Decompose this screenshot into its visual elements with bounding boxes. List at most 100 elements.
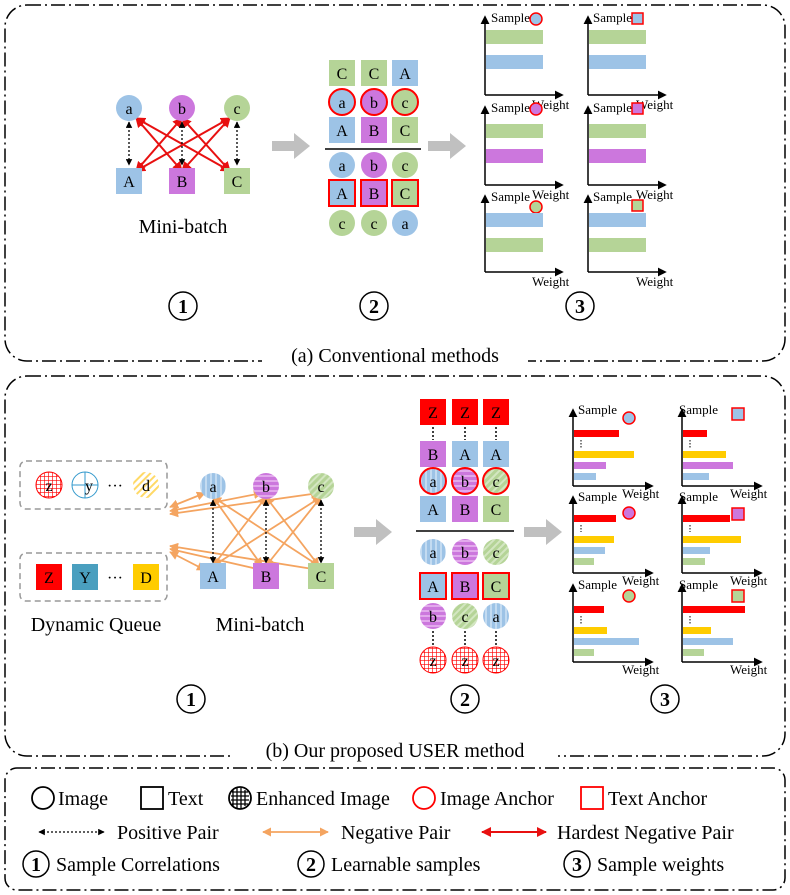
svg-text:A: A: [207, 569, 219, 586]
svg-text:a: a: [429, 545, 436, 562]
svg-text:Weight: Weight: [730, 486, 768, 501]
svg-text:C: C: [491, 502, 502, 519]
queue-image-box: [19, 460, 168, 510]
positive-lines: [125, 121, 241, 166]
svg-text:A: A: [490, 447, 502, 464]
svg-text:Weight: Weight: [622, 573, 660, 588]
svg-text:B: B: [369, 186, 380, 203]
svg-text:Negative Pair: Negative Pair: [341, 822, 451, 844]
flow-arrow-a2: [428, 133, 466, 159]
svg-text:Sample: Sample: [679, 489, 718, 504]
svg-text:Sample: Sample: [491, 100, 530, 115]
number-badge-a2: 2: [359, 291, 389, 321]
text-node-c: C: [224, 168, 250, 194]
panel-a-section1: a b c A B C Mini-batch 1: [116, 95, 250, 321]
svg-text:Z: Z: [44, 570, 54, 587]
svg-text:A: A: [399, 66, 411, 83]
b2-vdots-bottom: [432, 631, 497, 646]
svg-text:z: z: [429, 653, 436, 670]
svg-text:Enhanced Image: Enhanced Image: [256, 788, 390, 810]
svg-text:c: c: [492, 474, 499, 491]
legend: Image Text Enhanced Image Image Anchor T…: [22, 786, 734, 878]
legend-image-anchor: Image Anchor: [412, 786, 554, 810]
svg-text:c: c: [492, 545, 499, 562]
a2-row1: C C A: [329, 60, 418, 86]
svg-text:Z: Z: [491, 405, 501, 422]
svg-text:b: b: [370, 158, 378, 175]
panel-b-section2: Z Z Z B A A a b c A B C a b c A: [416, 399, 514, 714]
text-node-a: A: [116, 168, 142, 194]
a2-row2-image-anchors: a b c: [328, 88, 419, 116]
svg-text:C: C: [337, 66, 348, 83]
svg-text:Weight: Weight: [730, 662, 768, 677]
queue-image-y: y: [71, 471, 99, 499]
svg-text:c: c: [370, 216, 377, 233]
b-image-node-a: a: [200, 473, 226, 499]
b3-chart-2: Sample Weight: [568, 489, 660, 588]
svg-text:Sample: Sample: [593, 100, 632, 115]
b-image-node-c: c: [308, 473, 334, 499]
svg-text:B: B: [460, 579, 471, 596]
svg-text:B: B: [369, 123, 380, 140]
b2-row7: b c a: [420, 603, 509, 629]
svg-text:Weight: Weight: [636, 187, 674, 202]
svg-text:3: 3: [660, 689, 670, 711]
image-node-a: a: [116, 95, 142, 121]
svg-text:C: C: [369, 66, 380, 83]
a3-chart-2: Sample Weight: [480, 100, 570, 202]
panel-a-section3: Sample Weight Sample Weight Sample Weigh…: [480, 10, 674, 321]
b2-row5: a b c: [420, 539, 509, 565]
svg-text:a: a: [209, 479, 216, 496]
panel-a-border: [4, 4, 786, 362]
svg-text:a: a: [338, 95, 345, 112]
flow-arrow-b2: [524, 519, 562, 545]
b3-chart-6: Sample Weight: [677, 577, 768, 677]
svg-text:Sample: Sample: [578, 577, 617, 592]
queue-ellipsis-2: ···: [107, 570, 123, 587]
a3-chart-1: Sample Weight: [480, 10, 570, 112]
a2-row3: A B C: [329, 117, 418, 143]
svg-text:Sample: Sample: [578, 489, 617, 504]
panel-a-section2: C C A a b c A B C a b c A B C c c a: [325, 60, 421, 321]
svg-text:z: z: [492, 653, 499, 670]
queue-image-z: z: [35, 471, 63, 499]
svg-text:c: c: [401, 158, 408, 175]
queue-text-z: Z: [36, 564, 62, 590]
legend-sample-correlations: 1 Sample Correlations: [22, 850, 220, 878]
svg-text:Sample: Sample: [593, 10, 632, 25]
svg-text:y: y: [85, 478, 93, 495]
svg-text:A: A: [123, 174, 135, 191]
svg-text:D: D: [140, 570, 152, 587]
number-badge-b2: 2: [450, 684, 480, 714]
svg-text:Weight: Weight: [730, 573, 768, 588]
svg-text:a: a: [492, 609, 499, 626]
svg-text:3: 3: [572, 854, 582, 876]
a3-chart-6: Sample Weight: [583, 189, 674, 289]
caption-a: (a) Conventional methods: [291, 345, 499, 367]
queue-image-d: d: [133, 472, 159, 498]
legend-image: Image: [31, 786, 108, 810]
a3-chart-4: Sample Weight: [583, 10, 674, 112]
svg-text:3: 3: [575, 296, 585, 318]
svg-text:B: B: [428, 447, 439, 464]
b-text-node-b: B: [253, 563, 279, 589]
panel-b-section1: z y ··· d Z Y ··· D a b c: [19, 460, 334, 714]
svg-text:Weight: Weight: [622, 486, 660, 501]
svg-text:Image: Image: [58, 788, 108, 810]
b-mini-batch-label: Mini-batch: [216, 614, 305, 636]
svg-text:1: 1: [178, 296, 188, 318]
image-node-c: c: [224, 95, 250, 121]
svg-text:2: 2: [306, 854, 316, 876]
svg-text:A: A: [336, 186, 348, 203]
b2-vdots-top: [432, 427, 497, 440]
a3-chart-5: Sample Weight: [583, 100, 674, 202]
svg-text:b: b: [178, 101, 186, 118]
svg-text:Sample: Sample: [593, 189, 632, 204]
svg-text:C: C: [491, 579, 502, 596]
svg-text:1: 1: [31, 854, 41, 876]
svg-text:Weight: Weight: [532, 187, 570, 202]
svg-text:1: 1: [186, 689, 196, 711]
b2-row3-image-anchors: a b c: [419, 467, 510, 495]
svg-text:a: a: [338, 158, 345, 175]
